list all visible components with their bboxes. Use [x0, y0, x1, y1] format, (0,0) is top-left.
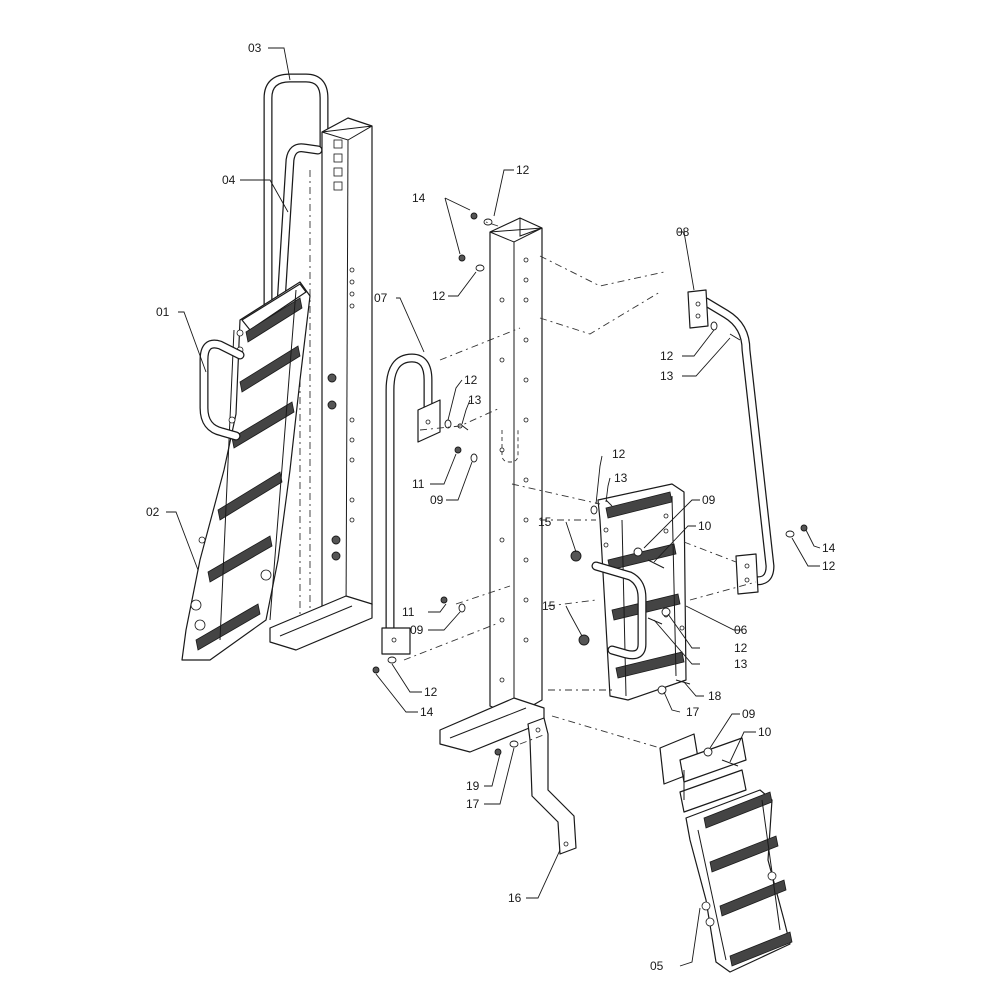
step-assembly-06 [591, 483, 687, 701]
callout-12-bottom-left: 12 [424, 685, 438, 699]
ladder-02 [181, 281, 311, 661]
hardware [372, 212, 808, 767]
callout-14-bottom: 14 [420, 705, 434, 719]
callout-08: 08 [676, 225, 690, 239]
callout-19: 19 [466, 779, 480, 793]
callout-15-lower: 15 [542, 599, 556, 613]
leader-lines [166, 47, 821, 967]
callout-17-left: 17 [466, 797, 480, 811]
callout-12-step-low: 12 [734, 641, 748, 655]
callout-02: 02 [146, 505, 160, 519]
callout-11-mid: 11 [412, 477, 425, 491]
callout-11-low: 11 [402, 605, 415, 619]
ladder-05 [659, 733, 793, 973]
callout-09-mid: 09 [430, 493, 444, 507]
callout-17-right: 17 [686, 705, 700, 719]
callout-13-step-low: 13 [734, 657, 748, 671]
callout-10-step: 10 [698, 519, 712, 533]
bracket-16 [527, 717, 577, 855]
callout-05: 05 [650, 959, 664, 973]
callout-12-step: 12 [612, 447, 626, 461]
callout-07: 07 [374, 291, 388, 305]
handrail-07 [381, 353, 441, 655]
callout-14-top: 14 [412, 191, 426, 205]
callout-12-right: 12 [822, 559, 836, 573]
callout-09-bottom: 09 [742, 707, 756, 721]
callout-09-low: 09 [410, 623, 424, 637]
callout-14-right: 14 [822, 541, 836, 555]
callout-12-top-left: 12 [432, 289, 446, 303]
callout-06: 06 [734, 623, 748, 637]
mast-left [269, 117, 373, 651]
callout-15-upper: 15 [538, 515, 552, 529]
center-mast [439, 217, 545, 753]
callout-18: 18 [708, 689, 722, 703]
callout-13-mid: 13 [468, 393, 482, 407]
callout-10-bottom: 10 [758, 725, 772, 739]
left-assembly [181, 73, 373, 661]
callout-labels: 03 04 01 02 07 14 12 12 12 13 11 09 11 0… [146, 41, 836, 973]
callout-04: 04 [222, 173, 236, 187]
handrail-08 [687, 289, 775, 595]
callout-13-upper-right: 13 [660, 369, 674, 383]
callout-13-step: 13 [614, 471, 628, 485]
callout-16: 16 [508, 891, 522, 905]
callout-03: 03 [248, 41, 262, 55]
callout-09-step: 09 [702, 493, 716, 507]
callout-12-upper-right: 12 [660, 349, 674, 363]
callout-12-mid: 12 [464, 373, 478, 387]
handrail-03 [263, 73, 329, 335]
handrail-04 [273, 143, 323, 357]
explode-lines [403, 221, 757, 749]
callout-01: 01 [156, 305, 170, 319]
callout-12-top-right: 12 [516, 163, 530, 177]
grab-handle-01 [199, 339, 245, 441]
